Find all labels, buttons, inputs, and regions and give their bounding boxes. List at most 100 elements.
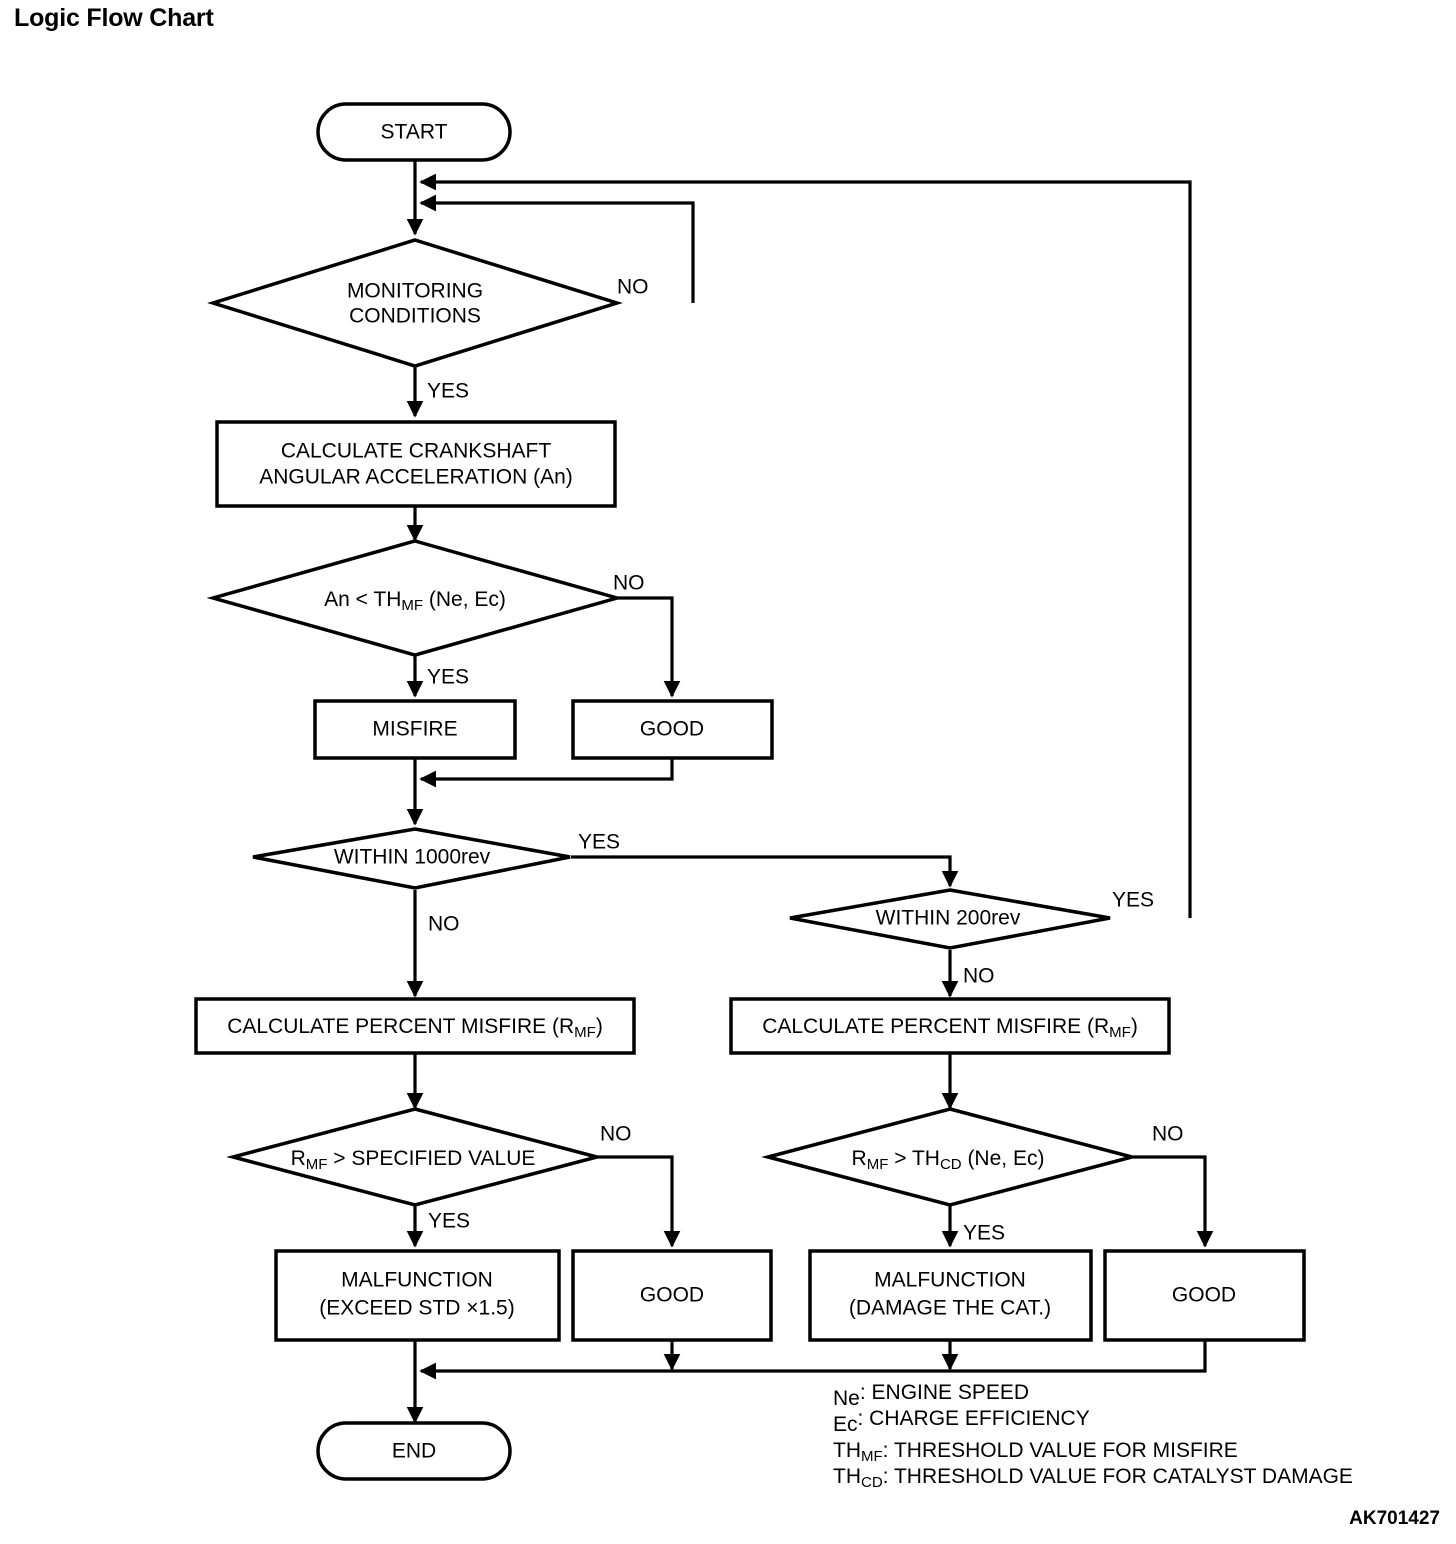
within-1000rev-shape	[252, 827, 571, 890]
calc-percent-right-post: )	[1131, 1015, 1138, 1038]
monitoring-label-line2: CONDITIONS	[349, 305, 481, 328]
start-label: START	[381, 121, 448, 144]
node-monitoring-conditions: MONITORING CONDITIONS	[207, 238, 623, 368]
legend-line-0: Ne: ENGINE SPEED	[833, 1381, 1029, 1410]
calc-percent-right-sub: MF	[1109, 1024, 1131, 1041]
an-compare-shape	[206, 539, 624, 657]
edge-rmfthcd-no	[1133, 1155, 1214, 1248]
good-left-shape	[571, 1249, 773, 1342]
node-misfire: MISFIRE	[313, 699, 517, 760]
legend: Ne: ENGINE SPEED Ec: CHARGE EFFICIENCY T…	[833, 1381, 1353, 1491]
legend-2-pre: TH	[833, 1439, 861, 1462]
within-200rev-shape	[789, 888, 1111, 950]
good-top-label: GOOD	[640, 718, 704, 741]
malfunction-cat-line1: MALFUNCTION	[874, 1269, 1026, 1292]
node-within-200rev: WITHIN 200rev	[789, 888, 1111, 950]
monitoring-label-line1: MONITORING	[347, 280, 483, 303]
label-within200-no: NO	[963, 965, 995, 988]
start-shape	[316, 102, 512, 162]
good-right-shape	[1103, 1249, 1306, 1342]
end-shape	[316, 1421, 512, 1481]
edge-within1000-yes	[571, 855, 959, 888]
legend-3-post: : THRESHOLD VALUE FOR CATALYST DAMAGE	[883, 1465, 1353, 1488]
rmf-thcd-shape	[761, 1107, 1139, 1207]
malfunction-std-line1: MALFUNCTION	[341, 1269, 493, 1292]
rmf-specified-pre: R	[291, 1147, 306, 1170]
node-calc-percent-misfire-right: CALCULATE PERCENT MISFIRE (RMF)	[729, 997, 1171, 1055]
page-title: Logic Flow Chart	[14, 4, 214, 32]
label-within1000-yes: YES	[578, 831, 620, 854]
legend-0-pre: Ne	[833, 1387, 860, 1410]
rmf-thcd-mid: > TH	[888, 1147, 940, 1170]
calc-percent-right-label: CALCULATE PERCENT MISFIRE (RMF)	[762, 1015, 1138, 1041]
legend-2-sub: MF	[861, 1448, 883, 1465]
edge-goodtop-merge	[419, 758, 674, 788]
an-compare-pre: An < TH	[324, 588, 401, 611]
label-rmfthcd-yes: YES	[963, 1222, 1005, 1245]
calculate-crankshaft-line1: CALCULATE CRANKSHAFT	[281, 440, 551, 463]
rmf-thcd-sub: MF	[867, 1156, 889, 1173]
malfunction-std-line2: (EXCEED STD ×1.5)	[319, 1297, 514, 1320]
figure-code: AK701427	[1349, 1508, 1440, 1529]
node-calculate-crankshaft: CALCULATE CRANKSHAFT ANGULAR ACCELERATIO…	[215, 420, 617, 508]
within-1000rev-label: WITHIN 1000rev	[334, 846, 491, 869]
calc-percent-right-shape	[729, 997, 1171, 1055]
within-200rev-label: WITHIN 200rev	[876, 907, 1021, 930]
legend-1-pre: Ec	[833, 1413, 858, 1436]
legend-2-post: : THRESHOLD VALUE FOR MISFIRE	[883, 1439, 1238, 1462]
rmf-specified-post: > SPECIFIED VALUE	[327, 1147, 535, 1170]
node-malfunction-damage-cat: MALFUNCTION (DAMAGE THE CAT.)	[808, 1249, 1093, 1342]
edge-ancmp-no	[618, 596, 681, 698]
legend-0-post: : ENGINE SPEED	[860, 1381, 1029, 1404]
rmf-thcd-post: (Ne, Ec)	[962, 1147, 1045, 1170]
node-rmf-thcd: RMF > THCD (Ne, Ec)	[761, 1107, 1139, 1207]
edge-bottom-merge-bus	[419, 1340, 1207, 1380]
label-within200-yes: YES	[1112, 889, 1154, 912]
good-top-shape	[571, 699, 774, 760]
node-good-left: GOOD	[571, 1249, 773, 1342]
node-malfunction-exceed-std: MALFUNCTION (EXCEED STD ×1.5)	[274, 1249, 561, 1342]
node-an-compare: An < THMF (Ne, Ec)	[206, 539, 624, 657]
rmf-specified-sub: MF	[306, 1156, 328, 1173]
end-label: END	[392, 1440, 436, 1463]
rmf-thcd-label: RMF > THCD (Ne, Ec)	[852, 1147, 1045, 1173]
malfunction-cat-line2: (DAMAGE THE CAT.)	[849, 1297, 1051, 1320]
an-compare-label: An < THMF (Ne, Ec)	[324, 588, 506, 614]
calc-percent-left-pre: CALCULATE PERCENT MISFIRE (R	[227, 1015, 574, 1038]
edge-within200-yes-loop	[419, 173, 1192, 918]
legend-line-1: Ec: CHARGE EFFICIENCY	[833, 1407, 1090, 1436]
node-end: END	[316, 1421, 512, 1481]
an-compare-sub: MF	[401, 597, 423, 614]
label-within1000-no: NO	[428, 913, 460, 936]
label-rmfspec-yes: YES	[428, 1210, 470, 1233]
rmf-thcd-sub2: CD	[940, 1156, 962, 1173]
rmf-thcd-pre: R	[852, 1147, 867, 1170]
calc-percent-left-sub: MF	[574, 1024, 596, 1041]
legend-3-pre: TH	[833, 1465, 861, 1488]
node-start: START	[316, 102, 512, 162]
calculate-crankshaft-shape	[215, 420, 617, 508]
good-left-label: GOOD	[640, 1284, 704, 1307]
legend-line-2: THMF: THRESHOLD VALUE FOR MISFIRE	[833, 1439, 1238, 1465]
calc-percent-left-shape	[194, 997, 636, 1055]
good-right-label: GOOD	[1172, 1284, 1236, 1307]
node-within-1000rev: WITHIN 1000rev	[252, 827, 571, 890]
edge-monitoring-no-loop	[419, 194, 695, 303]
malfunction-cat-shape	[808, 1249, 1093, 1342]
node-good-right: GOOD	[1103, 1249, 1306, 1342]
label-rmfthcd-no: NO	[1152, 1123, 1184, 1146]
misfire-shape	[313, 699, 517, 760]
node-rmf-specified-value: RMF > SPECIFIED VALUE	[226, 1107, 604, 1207]
legend-1-post: : CHARGE EFFICIENCY	[858, 1407, 1090, 1430]
label-monitoring-no: NO	[617, 276, 649, 299]
edge-rmfspec-no	[598, 1155, 681, 1248]
rmf-specified-shape	[226, 1107, 604, 1207]
connector-layer	[406, 160, 1214, 1424]
malfunction-std-shape	[274, 1249, 561, 1342]
calc-percent-left-post: )	[596, 1015, 603, 1038]
calc-percent-left-label: CALCULATE PERCENT MISFIRE (RMF)	[227, 1015, 603, 1041]
calculate-crankshaft-line2: ANGULAR ACCELERATION (An)	[259, 466, 573, 489]
an-compare-post: (Ne, Ec)	[423, 588, 506, 611]
label-monitoring-yes: YES	[427, 380, 469, 403]
legend-3-sub: CD	[861, 1474, 883, 1491]
